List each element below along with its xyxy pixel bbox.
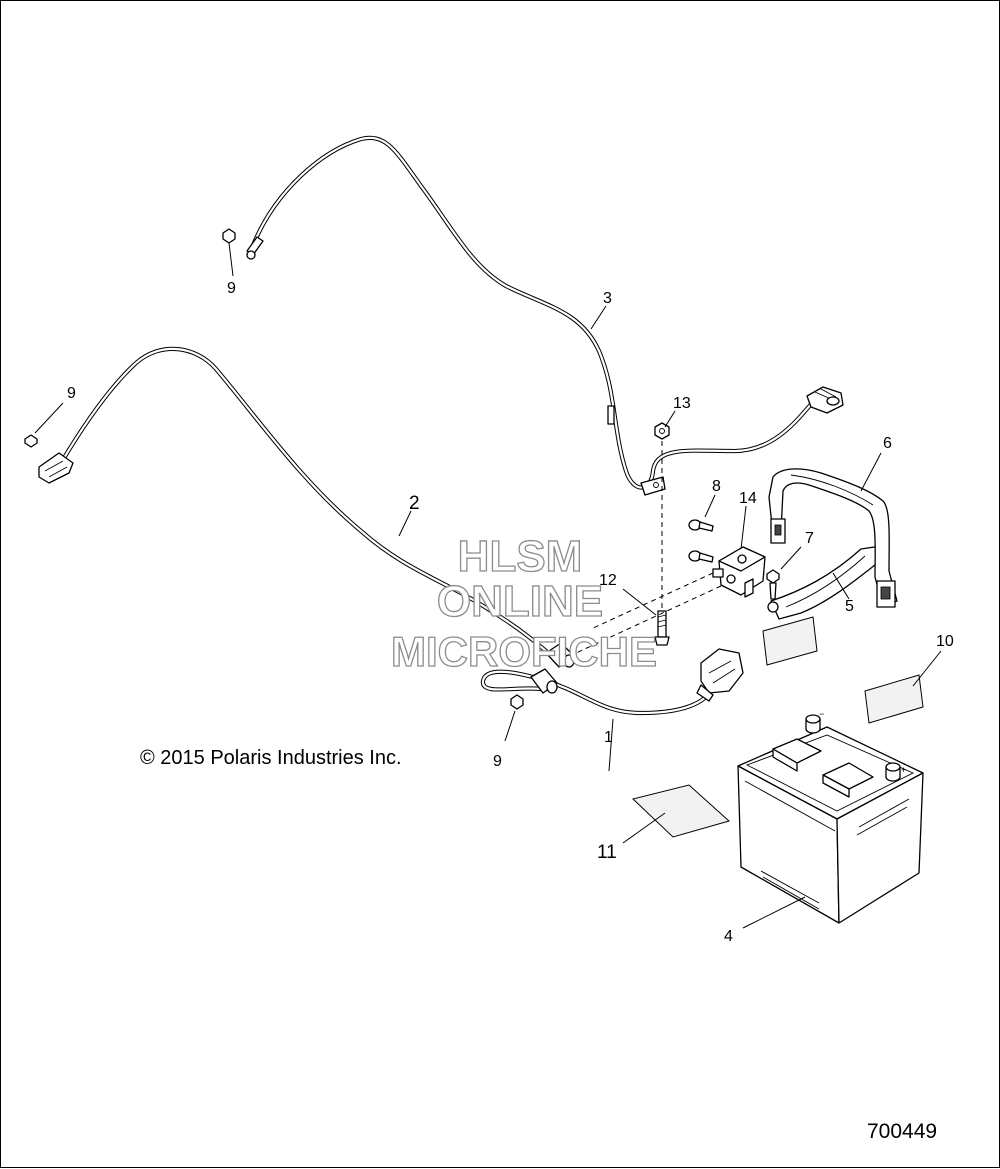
screw-8-upper — [688, 519, 714, 532]
callout-13: 13 — [673, 395, 691, 412]
nut-9-left — [24, 434, 38, 448]
cable-2-terminal-boot — [38, 452, 74, 484]
callout-5: 5 — [845, 598, 854, 615]
callout-numbers: 1 2 3 4 5 6 7 8 9 9 9 10 11 12 13 14 — [67, 280, 954, 945]
callout-9-left: 9 — [67, 385, 76, 402]
axis-line-b — [590, 572, 714, 630]
label-10 — [864, 674, 924, 724]
cable-1-connector — [530, 668, 558, 694]
hold-down-strap-6 — [768, 468, 898, 608]
watermark-line1: HLSM — [458, 532, 583, 581]
svg-text:+: + — [901, 765, 906, 775]
cable-1-terminal-boot — [696, 648, 744, 702]
callout-6: 6 — [883, 435, 892, 452]
leader-lines — [34, 242, 942, 929]
battery-terminal-negative — [805, 714, 821, 734]
callout-9-bottom: 9 — [493, 753, 502, 770]
cable-3 — [251, 135, 822, 490]
nut-9-bottom — [510, 694, 524, 710]
cable-2 — [58, 346, 560, 664]
callout-14: 14 — [739, 490, 757, 507]
callout-12: 12 — [599, 572, 617, 589]
battery-terminal-positive — [885, 762, 901, 782]
callout-1: 1 — [604, 729, 613, 746]
cable-2-connector — [545, 642, 575, 668]
nut-9-top — [222, 228, 236, 244]
screw-8-lower — [688, 550, 714, 563]
copyright-text: © 2015 Polaris Industries Inc. — [140, 747, 402, 769]
cable-3-battery-clamp — [806, 386, 844, 414]
watermark-line3: MICROFICHE — [391, 628, 657, 675]
screw-7 — [766, 569, 780, 600]
callout-11: 11 — [597, 842, 617, 863]
callout-8: 8 — [712, 478, 721, 495]
watermark: HLSM ONLINE MICROFICHE — [390, 531, 657, 675]
callout-7: 7 — [805, 530, 814, 547]
bracket-5 — [767, 545, 886, 620]
label-11 — [631, 784, 731, 838]
callout-9-top: 9 — [227, 280, 236, 297]
watermark-line2: ONLINE — [437, 577, 603, 626]
callout-4: 4 — [724, 928, 733, 945]
stud-12 — [654, 610, 670, 646]
callout-10: 10 — [936, 633, 954, 650]
battery-4: − + — [737, 709, 924, 924]
callout-3: 3 — [603, 290, 612, 307]
diagram-id: 700449 — [867, 1120, 937, 1143]
label-unnumbered — [762, 616, 818, 666]
solenoid-14 — [712, 546, 766, 598]
nut-13 — [654, 422, 670, 440]
cable-3-sleeve — [607, 405, 615, 425]
svg-text:−: − — [819, 709, 824, 719]
cable-3-ring-terminal — [246, 236, 264, 260]
cable-3-clip — [640, 476, 666, 496]
callout-2: 2 — [409, 493, 420, 514]
